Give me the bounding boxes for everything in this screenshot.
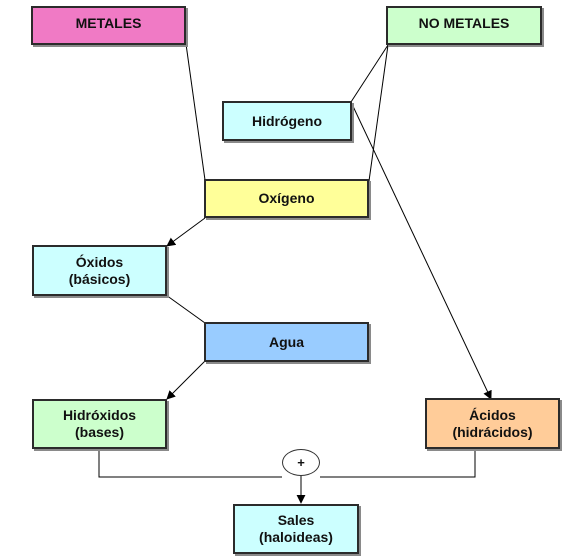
edge-oxigeno-oxidos xyxy=(166,217,206,247)
node-oxigeno-label: Oxígeno xyxy=(258,190,315,206)
edge-metales-oxigeno xyxy=(185,43,206,181)
edge-nometales-hidrogeno xyxy=(350,44,389,103)
node-hidroxidos-line1: Hidróxidos xyxy=(62,407,137,423)
node-hidrogeno-label: Hidrógeno xyxy=(252,112,322,129)
edge-acidos-plus xyxy=(320,448,476,478)
node-no-metales: NO METALES xyxy=(386,6,542,45)
node-acidos-line1: Ácidos xyxy=(469,406,516,423)
node-no-metales-label: NO METALES xyxy=(418,15,510,31)
edge-agua-hidroxidos xyxy=(166,360,206,400)
node-oxidos-line2: (básicos) xyxy=(68,270,131,287)
node-metales: METALES xyxy=(31,6,186,45)
node-oxigeno: Oxígeno xyxy=(204,179,369,218)
node-metales-label: METALES xyxy=(75,15,142,31)
node-hidrogeno: Hidrógeno xyxy=(222,101,352,141)
edge-hidroxidos-plus xyxy=(98,448,282,478)
node-agua: Agua xyxy=(204,322,369,362)
edge-oxidos-agua xyxy=(165,294,206,324)
node-acidos: Ácidos (hidrácidos) xyxy=(425,398,560,449)
edge-nometales-oxigeno xyxy=(368,44,389,182)
edge-hidrogeno-acidos xyxy=(350,101,492,400)
node-oxidos-line1: Óxidos xyxy=(75,253,124,270)
node-acidos-line2: (hidrácidos) xyxy=(452,423,533,440)
node-sales-line1: Sales xyxy=(277,512,315,528)
plus-symbol: + xyxy=(282,449,320,476)
node-sales: Sales (haloideas) xyxy=(233,504,359,554)
plus-symbol-label: + xyxy=(297,455,305,470)
node-agua-label: Agua xyxy=(269,333,304,350)
node-sales-line2: (haloideas) xyxy=(259,529,333,545)
node-hidroxidos-line2: (bases) xyxy=(74,424,125,440)
node-oxidos: Óxidos (básicos) xyxy=(32,245,167,296)
node-hidroxidos: Hidróxidos (bases) xyxy=(32,399,167,449)
